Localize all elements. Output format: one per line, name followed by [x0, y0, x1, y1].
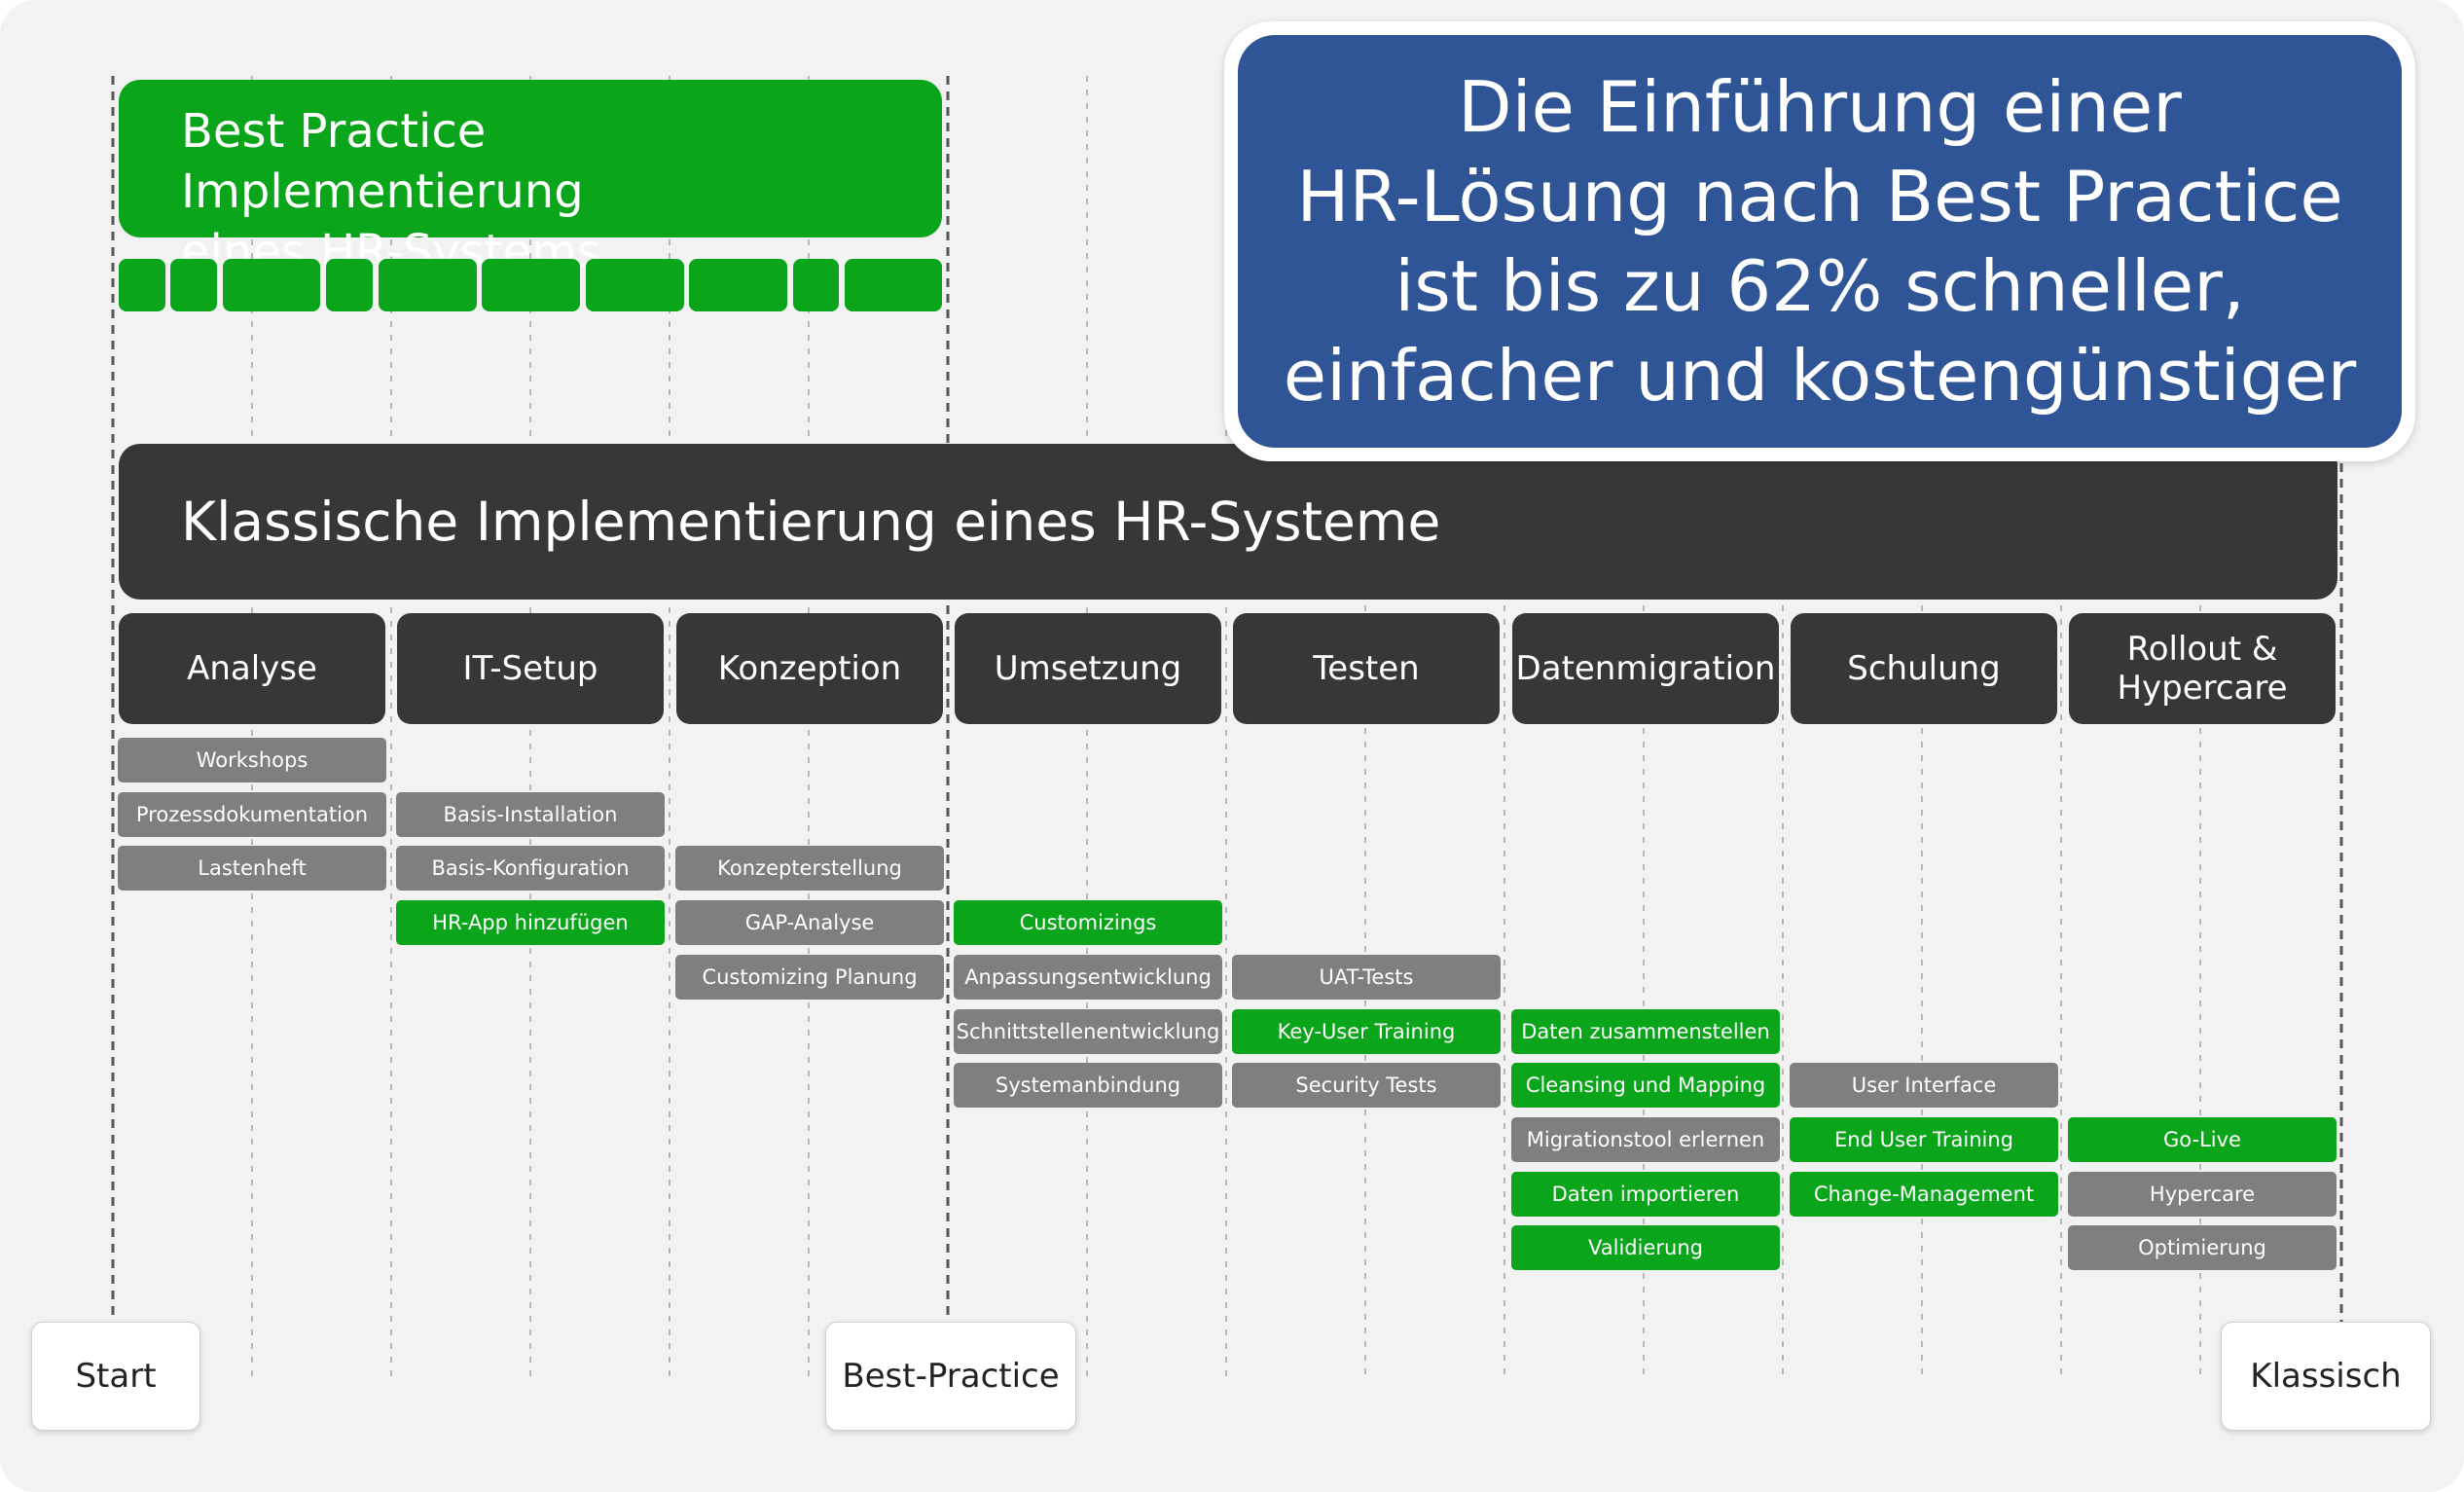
- task-box: User Interface: [1790, 1063, 2058, 1108]
- phase-header: Rollout & Hypercare: [2069, 613, 2336, 724]
- phase-header: Datenmigration: [1512, 613, 1779, 724]
- best-practice-segment: [326, 259, 373, 311]
- task-box: Cleansing und Mapping: [1511, 1063, 1780, 1108]
- best-practice-segment: [586, 259, 684, 311]
- milestone-start: Start: [31, 1322, 200, 1431]
- task-box: Daten zusammenstellen: [1511, 1009, 1780, 1054]
- best-practice-segment: [119, 259, 165, 311]
- phase-header: IT-Setup: [397, 613, 664, 724]
- phase-header: Umsetzung: [955, 613, 1221, 724]
- task-box: Anpassungsentwicklung: [954, 955, 1222, 1000]
- phase-header: Analyse: [119, 613, 385, 724]
- callout-text: Die Einführung einer HR-Lösung nach Best…: [1283, 66, 2357, 417]
- classic-header: Klassische Implementierung eines HR-Syst…: [119, 444, 2337, 600]
- best-practice-segment: [793, 259, 839, 311]
- best-practice-segment: [482, 259, 580, 311]
- task-box: Customizings: [954, 900, 1222, 945]
- task-box: Workshops: [118, 738, 386, 782]
- task-box: Schnittstellenentwicklung: [954, 1009, 1222, 1054]
- task-box: Validierung: [1511, 1225, 1780, 1270]
- milestone-classic: Klassisch: [2221, 1322, 2431, 1431]
- task-box: Prozessdokumentation: [118, 792, 386, 837]
- phase-header: Schulung: [1791, 613, 2057, 724]
- best-practice-segment: [170, 259, 217, 311]
- task-box: End User Training: [1790, 1117, 2058, 1162]
- task-box: GAP-Analyse: [675, 900, 944, 945]
- task-box: Basis-Installation: [396, 792, 665, 837]
- task-box: Security Tests: [1232, 1063, 1501, 1108]
- task-box: Migrationstool erlernen: [1511, 1117, 1780, 1162]
- task-box: Key-User Training: [1232, 1009, 1501, 1054]
- phase-header: Konzeption: [676, 613, 943, 724]
- task-box: Systemanbindung: [954, 1063, 1222, 1108]
- task-box: Daten importieren: [1511, 1172, 1780, 1217]
- task-box: Change-Management: [1790, 1172, 2058, 1217]
- task-box: UAT-Tests: [1232, 955, 1501, 1000]
- best-practice-header: Best Practice Implementierung eines HR-S…: [119, 80, 942, 279]
- task-box: Optimierung: [2068, 1225, 2337, 1270]
- best-practice-segment: [845, 259, 942, 311]
- best-practice-segment: [689, 259, 787, 311]
- task-box: Lastenheft: [118, 846, 386, 891]
- phase-header: Testen: [1233, 613, 1500, 724]
- task-box: Go-Live: [2068, 1117, 2337, 1162]
- task-box: Konzepterstellung: [675, 846, 944, 891]
- callout-box: Die Einführung einer HR-Lösung nach Best…: [1224, 21, 2415, 461]
- task-box: Basis-Konfiguration: [396, 846, 665, 891]
- milestone-best-practice: Best-Practice: [825, 1322, 1076, 1431]
- task-box: Hypercare: [2068, 1172, 2337, 1217]
- best-practice-segment: [223, 259, 320, 311]
- callout-inner: Die Einführung einer HR-Lösung nach Best…: [1238, 35, 2402, 448]
- task-box: Customizing Planung: [675, 955, 944, 1000]
- best-practice-segment: [379, 259, 477, 311]
- task-box: HR-App hinzufügen: [396, 900, 665, 945]
